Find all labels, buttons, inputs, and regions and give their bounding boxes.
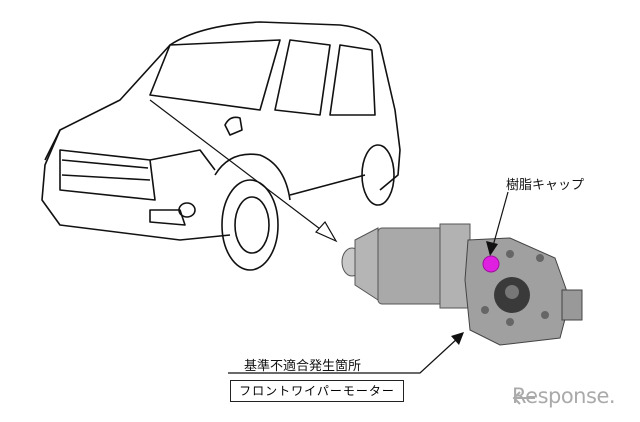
resin-cap-label: 樹脂キャップ: [506, 178, 585, 193]
response-logo-arrow-icon: [512, 391, 535, 405]
nonconformity-leader-line: [228, 332, 464, 374]
part-name-box: フロントワイパーモーター: [230, 380, 404, 402]
resin-cap-highlight: [482, 255, 500, 273]
resin-cap-arrow: [486, 191, 509, 256]
pointer-arrow-car-to-motor: [149, 99, 338, 243]
car-line-drawing: [41, 21, 401, 271]
wiper-motor-image: [341, 223, 583, 346]
response-watermark: Response.: [512, 384, 616, 408]
nonconformity-site-label: 基準不適合発生箇所: [244, 359, 362, 374]
